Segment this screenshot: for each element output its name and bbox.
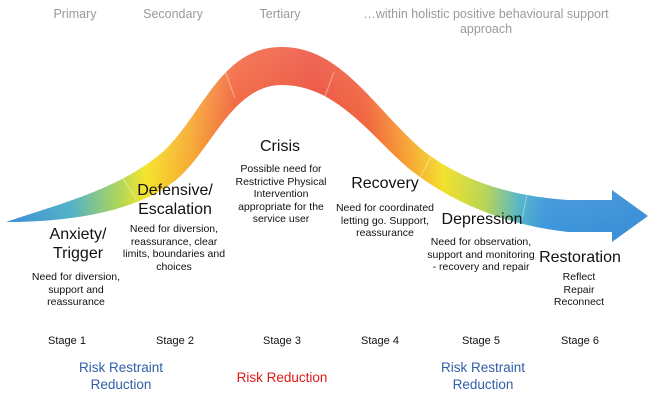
curve-divider-2 [224, 70, 236, 99]
stage-label-2: Stage 2 [156, 335, 194, 347]
curve-divider-1 [121, 176, 137, 200]
phase-title-recovery: Recovery [351, 175, 419, 192]
phase-desc-recovery: Need for coordinated letting go. Support… [335, 202, 435, 239]
stage-label-5: Stage 5 [462, 335, 500, 347]
phase-desc-defensive-escalation: Need for diversion, reassurance, clear l… [122, 223, 226, 273]
header-tertiary: Tertiary [259, 7, 301, 21]
footer-risk-restraint-reduction-right: Risk Restraint Reduction [440, 360, 526, 392]
header-secondary: Secondary [143, 7, 203, 21]
phase-desc-depression: Need for observation, support and monito… [427, 236, 535, 273]
curve-shine [6, 47, 648, 242]
footer-risk-reduction: Risk Reduction [236, 370, 328, 385]
phase-title-defensive-escalation: Defensive/ Escalation [137, 182, 213, 218]
phase-title-anxiety-trigger: Anxiety/ Trigger [49, 226, 107, 262]
phase-title-crisis: Crisis [260, 138, 300, 155]
stage-label-4: Stage 4 [361, 335, 399, 347]
stage-label-6: Stage 6 [561, 335, 599, 347]
footer-risk-restraint-reduction-left: Risk Restraint Reduction [78, 360, 164, 392]
phase-title-depression: Depression [441, 211, 523, 228]
curve-divider-4 [419, 153, 433, 179]
curve-divider-5 [519, 194, 528, 229]
phase-title-restoration: Restoration [539, 249, 621, 266]
header-holistic: …within holistic positive behavioural su… [363, 7, 609, 36]
phase-desc-restoration: Reflect Repair Reconnect [553, 271, 605, 308]
curve-divider-3 [323, 71, 335, 100]
header-primary: Primary [53, 7, 97, 21]
phase-desc-crisis: Possible need for Restrictive Physical I… [235, 163, 327, 225]
stage-label-1: Stage 1 [48, 335, 86, 347]
stage-label-3: Stage 3 [263, 335, 301, 347]
phase-desc-anxiety-trigger: Need for diversion, support and reassura… [31, 271, 121, 308]
